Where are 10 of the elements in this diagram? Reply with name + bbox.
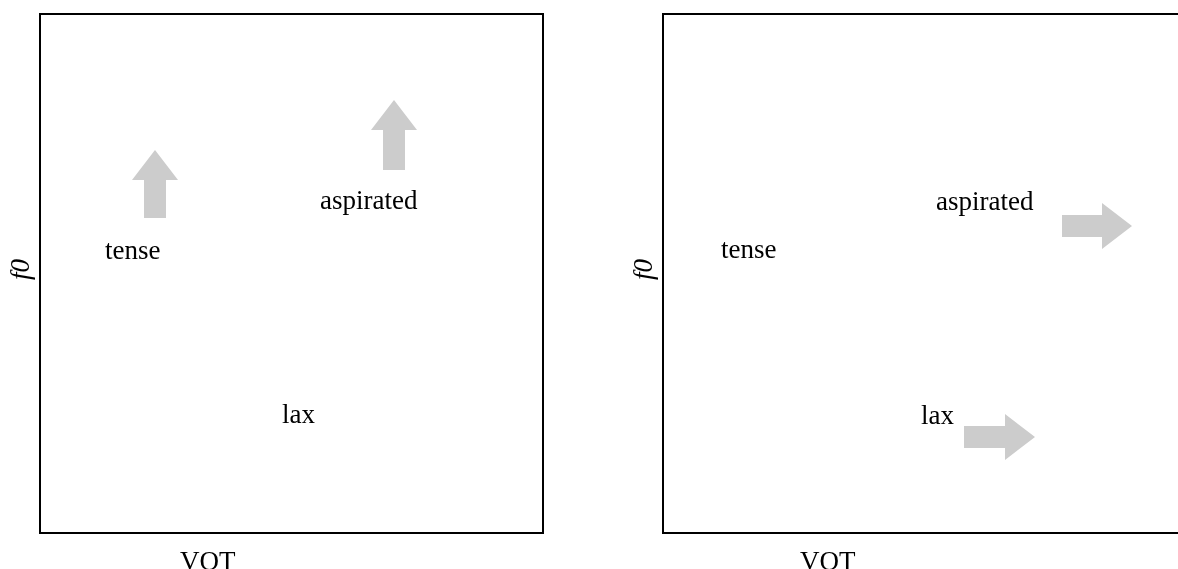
category-label: aspirated	[320, 187, 418, 214]
plot-frame	[662, 13, 1178, 534]
category-label: lax	[282, 401, 315, 428]
axis-label: f0	[630, 259, 657, 280]
axis-label: f0	[7, 259, 34, 280]
plot-frame	[39, 13, 544, 534]
category-label: tense	[105, 237, 161, 264]
category-label: lax	[921, 402, 954, 429]
category-label: tense	[721, 236, 777, 263]
category-label: aspirated	[936, 188, 1034, 215]
